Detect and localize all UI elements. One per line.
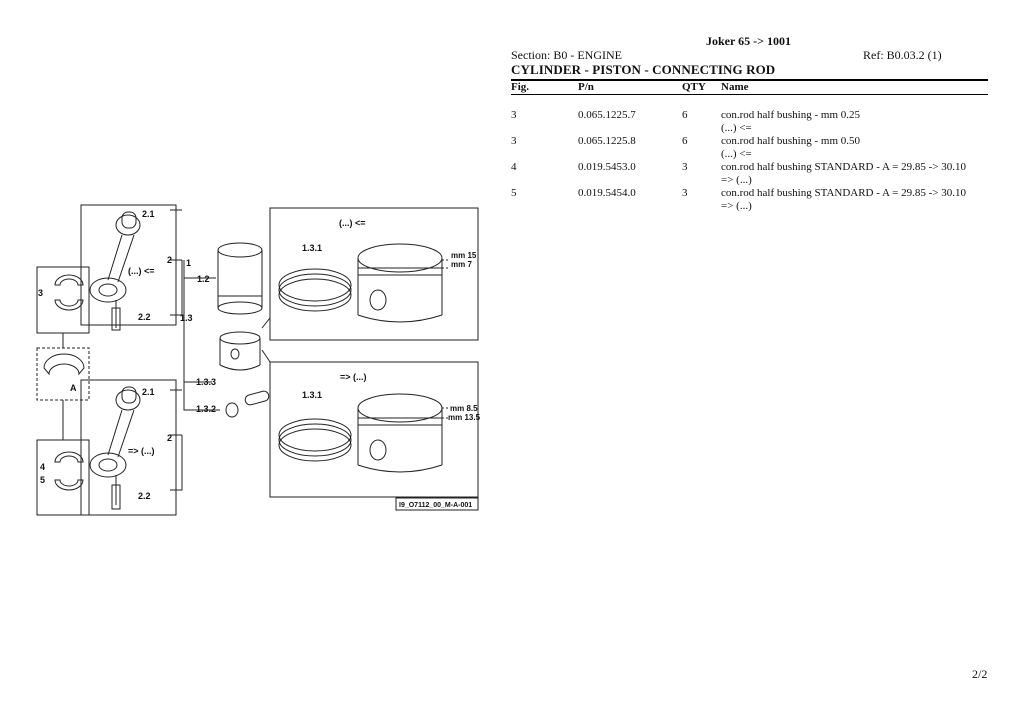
label-a: A [70, 383, 77, 393]
row2-fig: 3 [511, 135, 517, 147]
row1-note: (...) <= [721, 122, 752, 134]
label-mm7: mm 7 [451, 260, 472, 269]
label-mm8-5: mm 8.5 [450, 404, 478, 413]
col-header-qty: QTY [682, 81, 706, 93]
row4-qty: 3 [682, 187, 688, 199]
label-2-2-upper: 2.2 [138, 312, 151, 322]
group-title: CYLINDER - PISTON - CONNECTING ROD [511, 62, 776, 77]
page-number: 2/2 [972, 667, 988, 681]
label-2-2-lower: 2.2 [138, 491, 151, 501]
header-rule [511, 79, 988, 81]
row3-pn: 0.019.5453.0 [578, 161, 636, 173]
bushing-3-drawing [54, 274, 84, 311]
section-label: Section: B0 - ENGINE [511, 48, 622, 62]
label-5: 5 [40, 475, 45, 485]
row3-name: con.rod half bushing STANDARD - A = 29.8… [721, 161, 966, 173]
label-1-2: 1.2 [197, 274, 210, 284]
drawing-code-box [395, 497, 479, 511]
bushing-45-drawing [54, 451, 84, 491]
label-3: 3 [38, 288, 43, 298]
row4-fig: 5 [511, 187, 517, 199]
row2-name: con.rod half bushing - mm 0.50 [721, 135, 861, 147]
conrod-box-upper [80, 204, 177, 326]
label-mm15: mm 15 [451, 251, 477, 260]
piston-box-new [269, 361, 479, 498]
piston-drawing [219, 331, 261, 371]
label-old-piston: (...) <= [339, 218, 366, 228]
col-header-fig: Fig. [511, 81, 530, 93]
label-2-upper: 2 [167, 255, 172, 265]
label-2-1-lower: 2.1 [142, 387, 155, 397]
document-title: Joker 65 -> 1001 [706, 34, 791, 48]
row2-note: (...) <= [721, 148, 752, 160]
col-header-pn: P/n [578, 81, 594, 93]
table-header-rule [511, 94, 988, 95]
rings-old-drawing [278, 268, 352, 312]
rings-new-drawing [278, 418, 352, 462]
label-old-upper: (...) <= [128, 266, 155, 276]
label-new-lower: => (...) [128, 446, 155, 456]
label-1: 1 [186, 258, 191, 268]
row3-qty: 3 [682, 161, 688, 173]
reference-label: Ref: B0.03.2 (1) [863, 48, 942, 62]
row3-note: => (...) [721, 174, 752, 186]
label-1-3-1-new: 1.3.1 [302, 390, 322, 400]
cylinder-liner-drawing [217, 242, 263, 315]
row2-pn: 0.065.1225.8 [578, 135, 636, 147]
row4-pn: 0.019.5454.0 [578, 187, 636, 199]
parts-diagram: 2.1 2 (...) <= 3 2.2 1 1.2 1.3 A 1.3.3 1… [36, 204, 481, 516]
row1-fig: 3 [511, 109, 517, 121]
label-1-3: 1.3 [180, 313, 193, 323]
drawing-code: I9_O7112_00_M-A-001 [399, 502, 472, 509]
col-header-name: Name [721, 81, 749, 93]
bushing-a-drawing [43, 353, 85, 376]
piston-box-old [269, 207, 479, 341]
conrod-upper-drawing [89, 211, 141, 331]
row3-fig: 4 [511, 161, 517, 173]
label-1-3-1-old: 1.3.1 [302, 243, 322, 253]
piston-old-drawing [357, 243, 450, 323]
label-new-piston: => (...) [340, 372, 367, 382]
piston-pin-drawing [225, 390, 270, 418]
row4-name: con.rod half bushing STANDARD - A = 29.8… [721, 187, 966, 199]
row1-qty: 6 [682, 109, 688, 121]
label-2-1-upper: 2.1 [142, 209, 155, 219]
conrod-box-lower [80, 379, 177, 516]
label-2-lower: 2 [167, 433, 172, 443]
label-1-3-3: 1.3.3 [196, 377, 216, 387]
piston-new-drawing [357, 393, 450, 473]
row1-pn: 0.065.1225.7 [578, 109, 636, 121]
row2-qty: 6 [682, 135, 688, 147]
label-1-3-2: 1.3.2 [196, 404, 216, 414]
label-4: 4 [40, 462, 45, 472]
row1-name: con.rod half bushing - mm 0.25 [721, 109, 861, 121]
conrod-lower-drawing [89, 386, 141, 510]
label-mm13-5: mm 13.5 [448, 413, 481, 422]
row4-note: => (...) [721, 200, 752, 212]
